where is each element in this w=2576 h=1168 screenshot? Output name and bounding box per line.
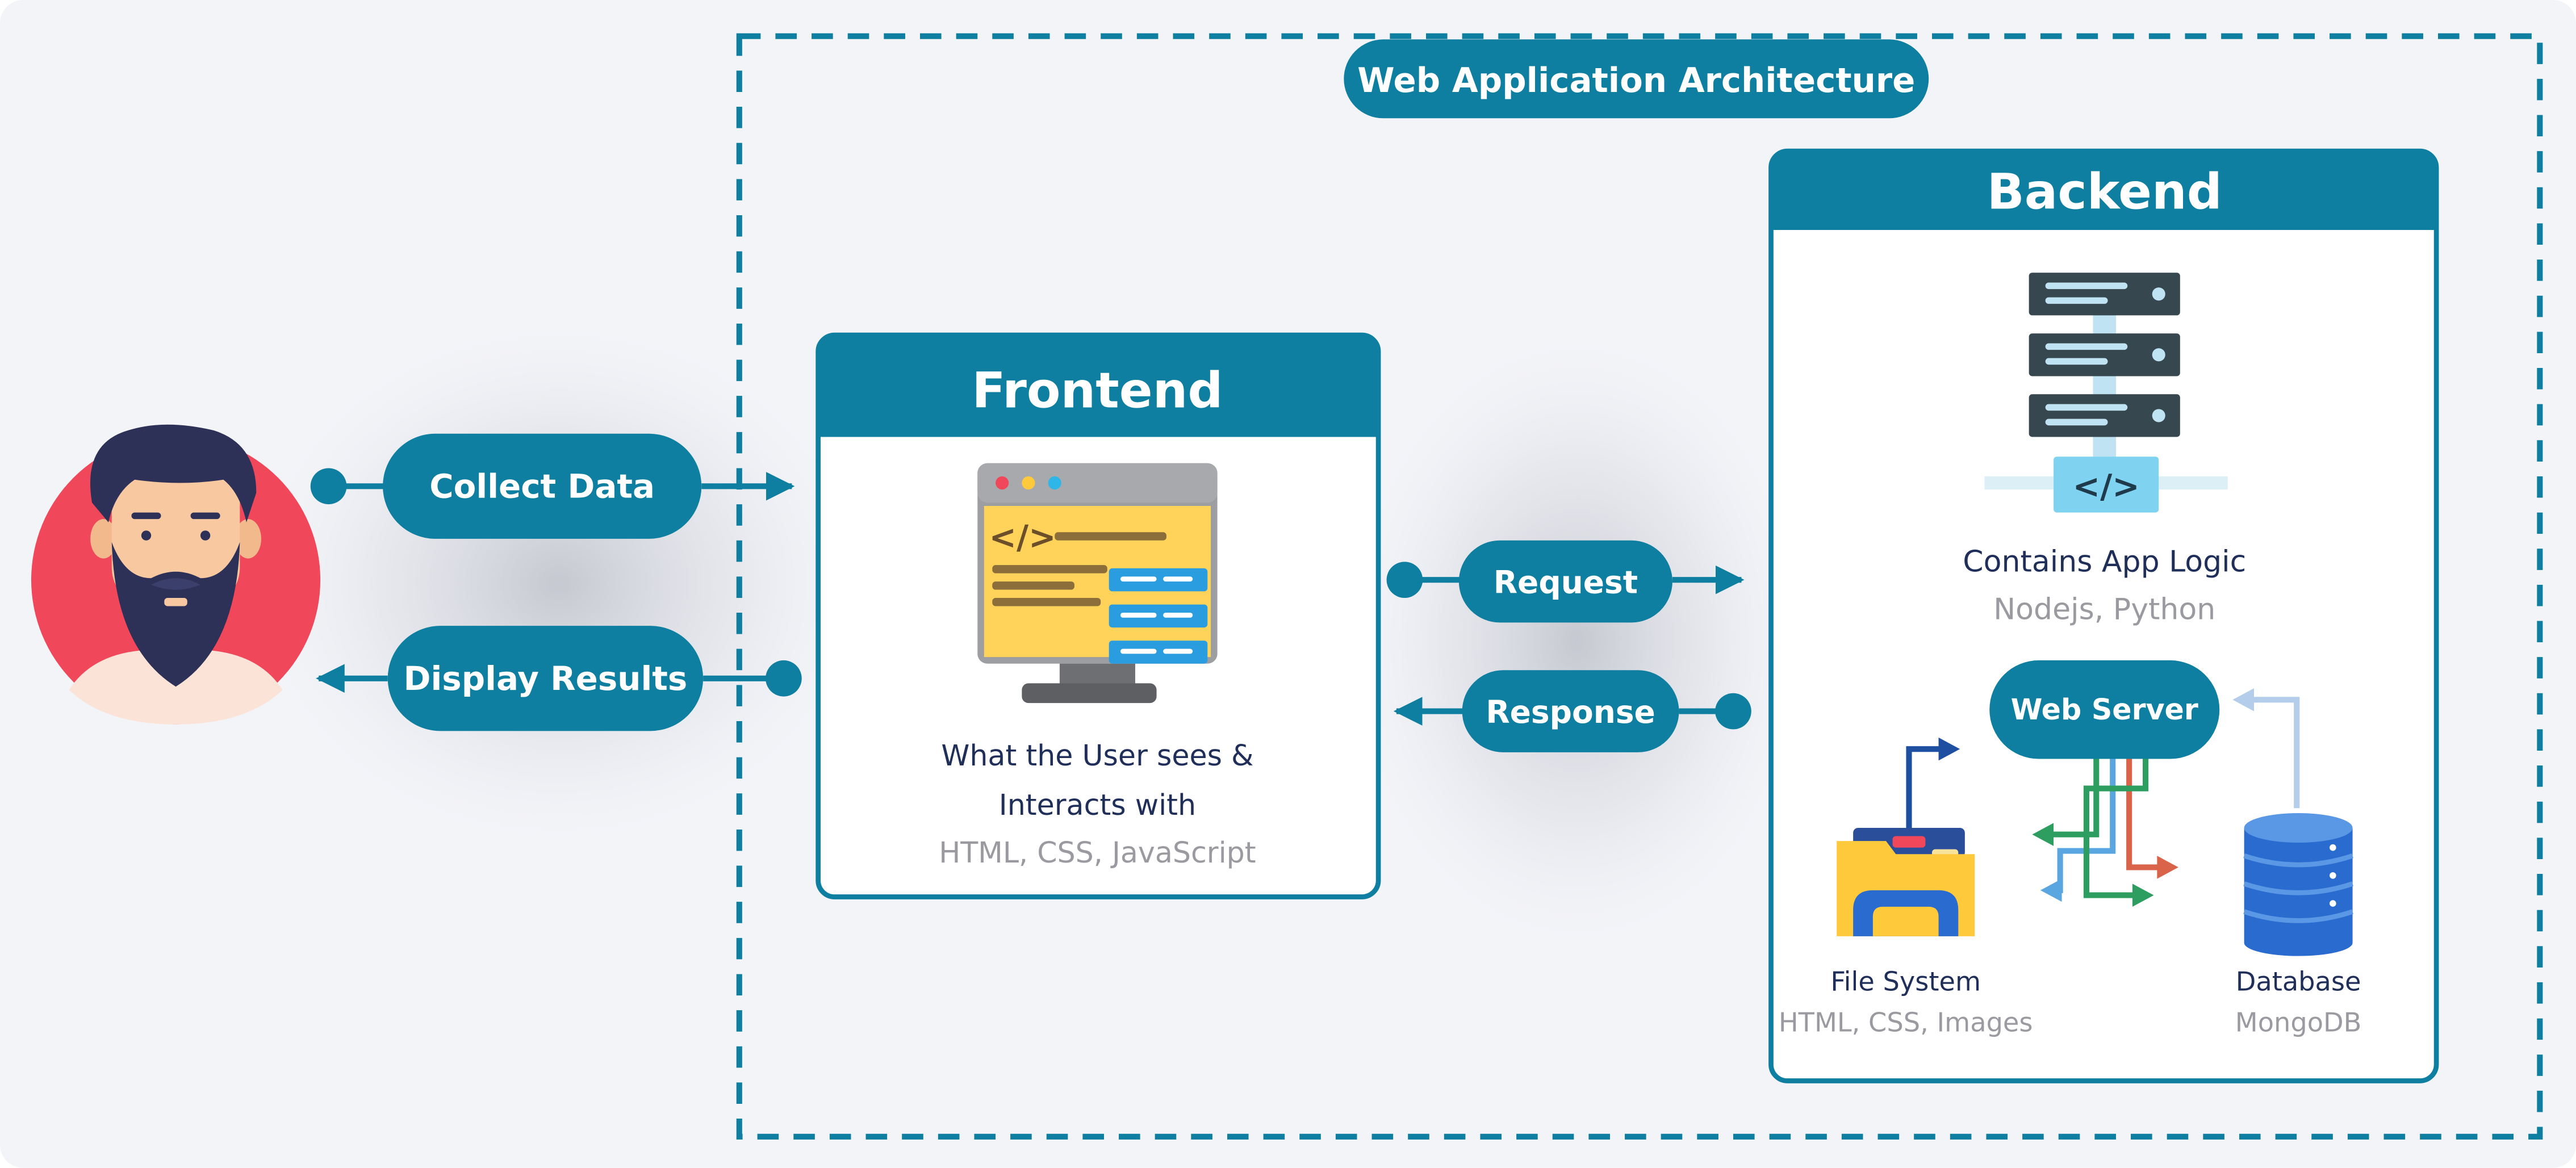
- database-label: Database: [2236, 966, 2361, 997]
- backend-logic-label: Contains App Logic: [1963, 545, 2246, 579]
- file-system-label: File System: [1830, 966, 1981, 997]
- web-server-flow-arrows: [1906, 688, 2300, 907]
- request-connector: Request: [1386, 540, 1745, 623]
- frontend-panel: Frontend </> What t: [816, 332, 1381, 899]
- response-connector: Response: [1393, 670, 1751, 752]
- database-icon: [2243, 813, 2353, 956]
- diagram-title: Web Application Architecture: [1357, 61, 1915, 100]
- collect-data-connector: Collect Data: [310, 433, 795, 539]
- frontend-description-line1: What the User sees &: [941, 739, 1253, 772]
- glow-middle: [1331, 312, 1824, 969]
- user-avatar: [31, 424, 321, 725]
- request-label: Request: [1494, 564, 1638, 600]
- database-sub: MongoDB: [2235, 1007, 2362, 1038]
- display-results-connector: Display Results: [316, 626, 802, 731]
- glow-left: [230, 304, 888, 863]
- backend-panel: Backend </> Contains App Logic Nodejs, P…: [1768, 148, 2439, 1083]
- collect-data-label: Collect Data: [429, 467, 655, 506]
- response-label: Response: [1486, 694, 1655, 730]
- file-system-sub: HTML, CSS, Images: [1779, 1007, 2033, 1038]
- monitor-code-icon: </>: [977, 463, 1218, 704]
- backend-title: Backend: [1987, 163, 2222, 220]
- folder-icon: [1837, 828, 1975, 936]
- title-pill: Web Application Architecture: [1344, 39, 1929, 119]
- web-server-node: [1989, 660, 2220, 759]
- frontend-title: Frontend: [972, 362, 1223, 419]
- display-results-label: Display Results: [403, 659, 687, 698]
- architecture-boundary: [736, 33, 2543, 1140]
- svg-text:</>: </>: [2073, 467, 2140, 506]
- frontend-tech: HTML, CSS, JavaScript: [939, 836, 1256, 869]
- backend-logic-tech: Nodejs, Python: [1993, 593, 2215, 627]
- server-rack-code-icon: </>: [1984, 273, 2228, 513]
- web-server-label: Web Server: [2011, 693, 2198, 726]
- svg-text:</>: </>: [989, 518, 1056, 556]
- frontend-description-line2: Interacts with: [999, 788, 1196, 822]
